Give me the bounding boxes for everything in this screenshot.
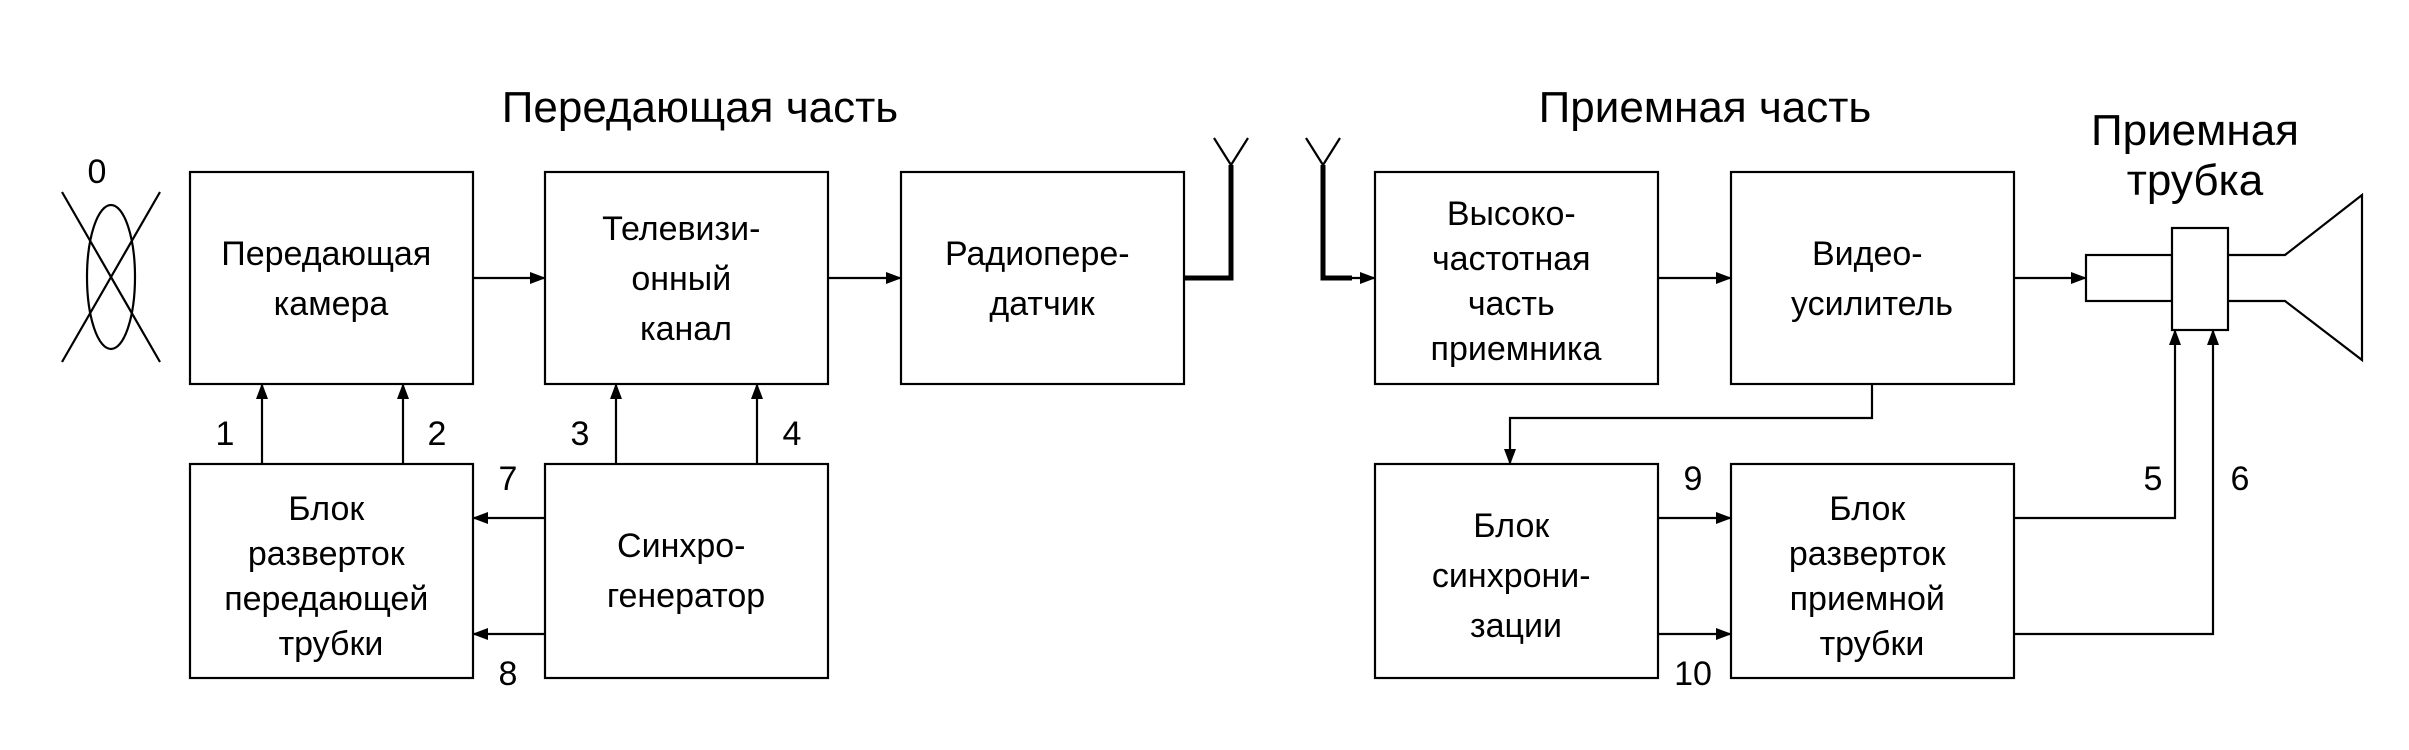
transmit-section-title: Передающая часть: [502, 83, 898, 132]
hf-receiver-block: Высоко- частотная часть приемника: [1373, 170, 1660, 386]
tx-sweep-block: Блок разверток передающей трубки: [188, 462, 475, 680]
receiving-tube-symbol: [2084, 192, 2364, 363]
svg-text:Телевизи- онный ка: Телевизи- онный канал: [602, 210, 770, 348]
label-5: 5: [2144, 460, 2163, 498]
camera-block: Передающая камера: [188, 170, 475, 386]
arrow-6: [2014, 329, 2219, 636]
sync-unit-block: Блок синхрони- зации: [1373, 462, 1660, 680]
label-2: 2: [428, 415, 447, 453]
svg-text:Передающая камера: Передающая камера: [221, 235, 440, 323]
svg-text:Блок разверток пер: Блок разверток передающей трубки: [224, 490, 438, 663]
svg-text:Синхро- генератор: Синхро- генератор: [607, 527, 765, 615]
label-8: 8: [499, 655, 518, 693]
receive-section-title: Приемная часть: [1539, 83, 1872, 132]
transmitter-block: Радиопере- датчик: [899, 170, 1186, 386]
rx-sweep-block: Блок разверток приемной трубки: [1729, 462, 2016, 680]
arrow-video-to-sync-unit: [1504, 384, 1874, 465]
svg-text:Высоко- частотная: Высоко- частотная часть приемника: [1431, 195, 1602, 368]
label-1: 1: [216, 415, 235, 453]
receiving-tube-title-line1: Приемная: [2091, 106, 2299, 155]
label-7: 7: [499, 460, 518, 498]
label-3: 3: [571, 415, 590, 453]
label-0: 0: [88, 153, 107, 191]
receiving-tube-title-line2: трубка: [2127, 156, 2264, 205]
label-10: 10: [1674, 655, 1712, 693]
label-6: 6: [2231, 460, 2250, 498]
svg-text:Радиопере- датчик: Радиопере- датчик: [945, 235, 1139, 323]
sync-generator-block: Синхро- генератор: [543, 462, 830, 680]
label-9: 9: [1684, 460, 1703, 498]
label-4: 4: [783, 415, 802, 453]
object-symbol: [61, 191, 161, 363]
video-amplifier-block: Видео- усилитель: [1729, 170, 2016, 386]
svg-text:Видео- усилитель: Видео- усилитель: [1791, 235, 1953, 323]
transmit-antenna: [1184, 137, 1249, 281]
receive-antenna: [1305, 137, 1376, 284]
svg-text:Блок синхрони- зац: Блок синхрони- зации: [1432, 507, 1600, 645]
arrow-5: [2014, 329, 2181, 520]
tv-channel-block: Телевизи- онный канал: [543, 170, 830, 386]
svg-text:Блок разверток при: Блок разверток приемной трубки: [1789, 490, 1955, 663]
